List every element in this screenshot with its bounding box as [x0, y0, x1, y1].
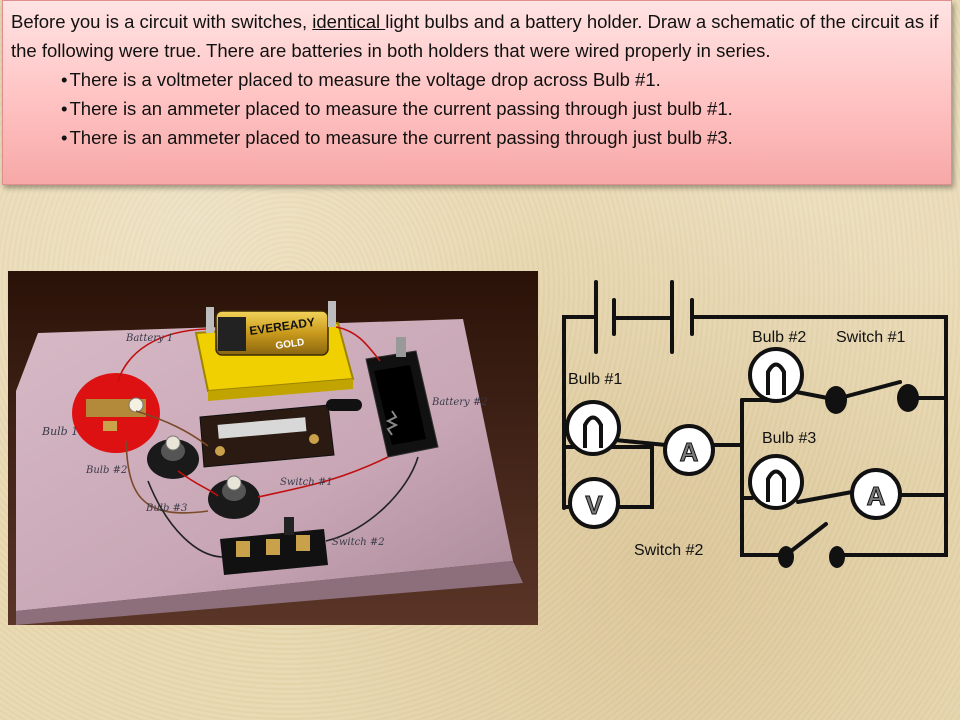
bullet-dot: •	[61, 69, 68, 90]
wire-ammeter2-right	[898, 398, 948, 497]
foam-board-edge	[16, 561, 523, 625]
battery-gold-label: GOLD	[275, 337, 305, 352]
schematic-label-bulb1: Bulb #1	[568, 371, 622, 388]
label-bulb1: Bulb 1	[41, 425, 78, 438]
ammeter-1-letter: A	[680, 437, 699, 467]
label-switch1: Switch #1	[280, 477, 333, 488]
switch-1-contacts	[825, 384, 919, 414]
label-bulb2: Bulb #2	[85, 465, 127, 476]
schematic-label-bulb2: Bulb #2	[752, 329, 806, 346]
bulb-1-symbol	[565, 400, 621, 456]
bullet-ammeter-bulb1: •There is an ammeter placed to measure t…	[61, 94, 941, 123]
switch-2-contacts	[778, 546, 845, 568]
photo-wires	[117, 326, 419, 558]
board-handwritten-labels: Battery 1 Battery #2 Bulb 1 Bulb #2 Bulb…	[41, 333, 488, 548]
schematic-label-switch2: Switch #2	[634, 542, 703, 559]
schematic-label-switch1: Switch #1	[836, 329, 905, 346]
label-switch2: Switch #2	[332, 537, 385, 548]
wire-top-left	[562, 315, 598, 442]
battery-holder-2	[365, 337, 439, 458]
bullet-text: There is an ammeter placed to measure th…	[69, 127, 733, 148]
wire-bulb3-to-ammeter	[796, 490, 854, 504]
wire-switch1-blade	[838, 380, 902, 400]
ammeter-2-letter: A	[867, 481, 886, 511]
bulb-1-fixture	[72, 373, 160, 453]
circuit-schematic: A V A Bulb #1 Bulb #2 Switch #1 Bulb #3 …	[562, 280, 948, 568]
circuit-photo: EVEREADY GOLD	[8, 271, 538, 625]
schematic-label-bulb3: Bulb #3	[762, 430, 816, 447]
wire-switch2-right	[836, 493, 948, 557]
bulb-2-symbol	[748, 347, 804, 403]
label-battery2: Battery #2	[431, 397, 488, 408]
wire-bulb1-to-ammeter	[613, 438, 668, 447]
instruction-box: Before you is a circuit with switches, i…	[2, 0, 952, 185]
voltmeter-letter: V	[585, 490, 603, 520]
instruction-underlined-word: identical	[312, 11, 386, 32]
bulb-3-fixture	[208, 475, 260, 519]
wire-top-right	[690, 315, 948, 402]
bullet-dot: •	[61, 127, 68, 148]
voltmeter: V	[568, 477, 620, 529]
bullet-text: There is an ammeter placed to measure th…	[69, 98, 733, 119]
wire-right-bus	[740, 398, 788, 557]
battery-holder-1: EVEREADY GOLD	[194, 301, 355, 401]
instruction-bullet-list: •There is a voltmeter placed to measure …	[11, 65, 941, 152]
switch-1-fixture	[199, 399, 362, 468]
wire-switch2-blade	[784, 522, 828, 557]
label-bulb3: Bulb #3	[145, 503, 187, 514]
ammeter-1: A	[663, 424, 715, 476]
switch-2-fixture	[220, 517, 328, 575]
bullet-text: There is a voltmeter placed to measure t…	[69, 69, 661, 90]
label-battery1: Battery 1	[125, 333, 173, 344]
bullet-dot: •	[61, 98, 68, 119]
instruction-text-end: light bulbs and a battery holder. Draw a…	[11, 11, 939, 61]
instruction-paragraph: Before you is a circuit with switches, i…	[11, 7, 941, 65]
bulb-3-symbol	[748, 454, 804, 510]
instruction-text-start: Before you is a circuit with switches,	[11, 11, 313, 32]
ammeter-2: A	[850, 468, 902, 520]
bullet-ammeter-bulb3: •There is an ammeter placed to measure t…	[61, 123, 941, 152]
bulb-2-fixture	[147, 435, 199, 479]
bullet-voltmeter: •There is a voltmeter placed to measure …	[61, 65, 941, 94]
